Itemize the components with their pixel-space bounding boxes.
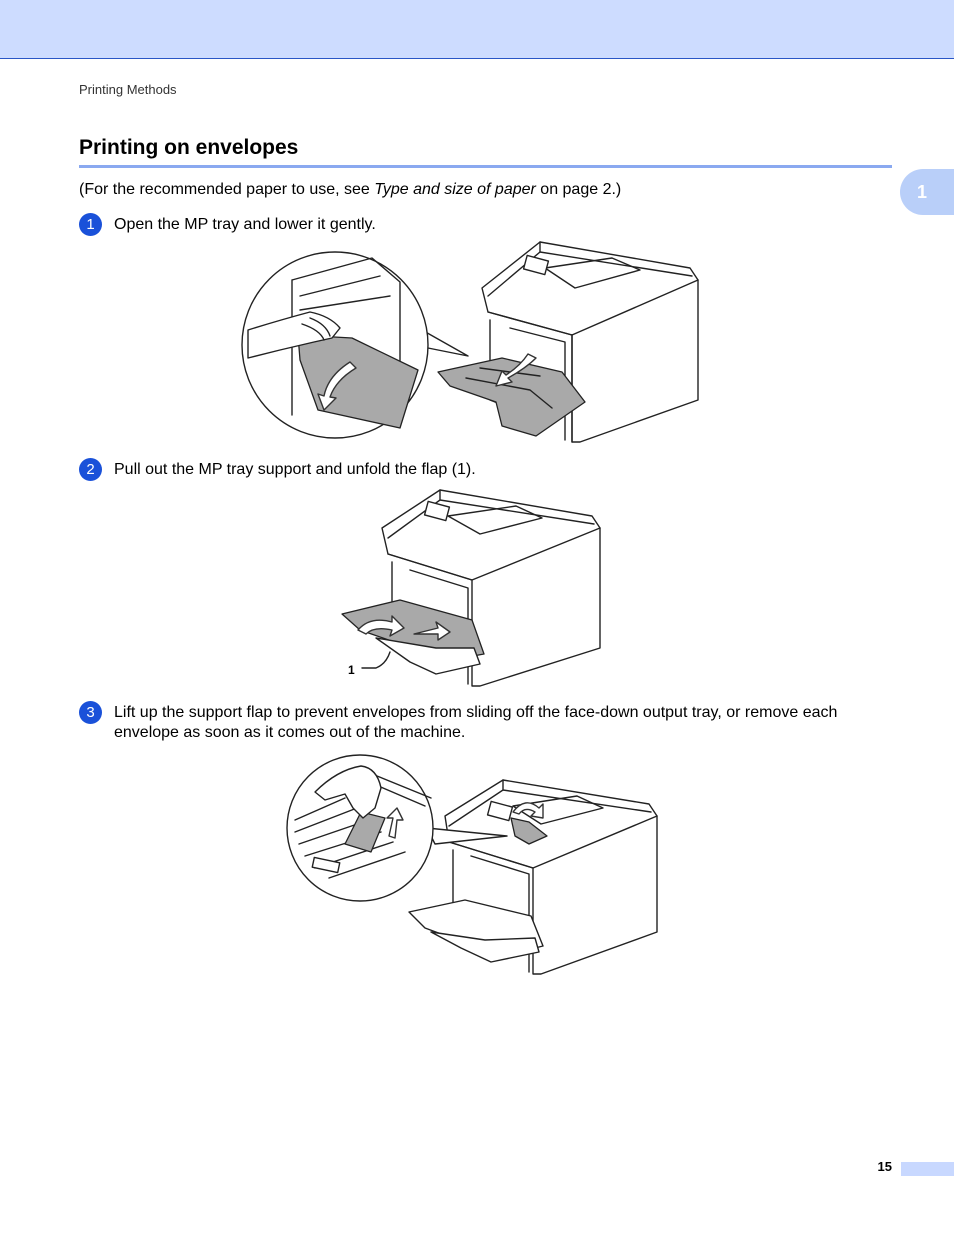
paper-type-link[interactable]: Type and size of paper: [374, 181, 536, 198]
page-tab: [901, 1162, 954, 1176]
tray-support: [430, 931, 540, 963]
lift-arrow: [512, 802, 544, 819]
hand: [247, 311, 341, 359]
magnified-slot: [311, 856, 341, 874]
control-panel: [423, 500, 451, 522]
figure-lift-support-flap: [286, 754, 658, 975]
output-tray-outline: [512, 795, 604, 825]
chapter-tab[interactable]: 1: [900, 169, 954, 215]
header-band: [0, 0, 954, 59]
output-tray-outline: [544, 257, 641, 289]
figure-open-mp-tray: [241, 241, 699, 443]
magnified-support-flap: [344, 811, 386, 853]
step-text: Lift up the support flap to prevent enve…: [114, 704, 838, 741]
section-title: Printing on envelopes: [79, 136, 299, 159]
mp-tray: [437, 357, 586, 437]
output-tray-outline: [447, 505, 543, 535]
step-number-badge: 3: [79, 701, 102, 724]
step-text: Open the MP tray and lower it gently.: [114, 216, 376, 233]
unfold-flap-arrow: [357, 615, 405, 637]
figure-pull-tray-support: 1: [341, 489, 601, 687]
tray-support: [375, 637, 481, 675]
hand: [314, 765, 382, 819]
callout-leader: [361, 651, 391, 669]
magnified-lift-arrow: [386, 807, 404, 839]
pull-out-arrow: [413, 621, 451, 641]
step-number-badge: 1: [79, 213, 102, 236]
magnifier-pointer: [421, 329, 469, 357]
step-text: Pull out the MP tray support and unfold …: [114, 461, 476, 478]
callout-1-label: 1: [348, 663, 355, 677]
title-rule: [79, 165, 892, 168]
support-flap: [510, 817, 548, 845]
breadcrumb: Printing Methods: [79, 82, 177, 97]
intro-text-before: (For the recommended paper to use, see: [79, 181, 375, 198]
lower-arrow: [495, 353, 537, 387]
intro-paragraph: (For the recommended paper to use, see T…: [79, 180, 621, 199]
step-number-badge: 2: [79, 458, 102, 481]
page-number: 15: [877, 1159, 892, 1174]
magnified-arrow: [317, 361, 357, 411]
intro-text-after: on page 2.): [535, 181, 622, 198]
control-panel: [486, 800, 514, 822]
control-panel: [522, 254, 550, 276]
